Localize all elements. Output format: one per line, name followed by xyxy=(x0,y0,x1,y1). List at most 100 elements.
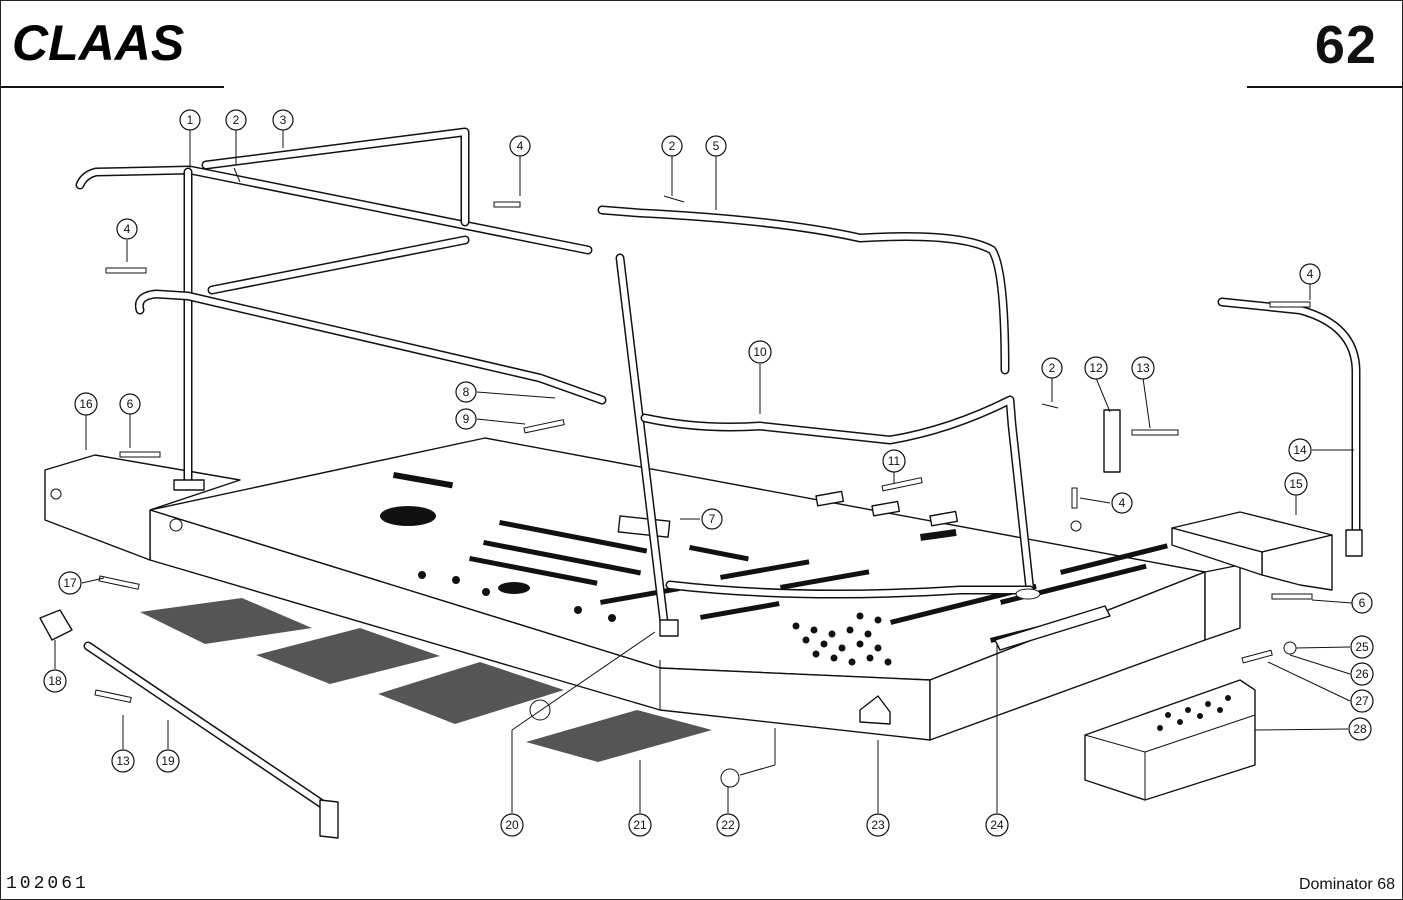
floor-mat xyxy=(256,628,440,684)
header-rule-right xyxy=(1247,86,1403,88)
callout-label: 26 xyxy=(1355,667,1369,681)
callout-label: 23 xyxy=(871,818,885,832)
bolt xyxy=(1269,301,1311,308)
callout-13: 13 xyxy=(111,749,135,773)
callout-markers: 1 2 3 4 2 5 4 4 10 2 12 13 8 9 16 6 14 1… xyxy=(43,109,1374,837)
callout-11: 11 xyxy=(882,449,906,473)
callout-label: 8 xyxy=(463,385,470,399)
side-handrail xyxy=(1217,297,1363,557)
back-handrail-tube xyxy=(597,205,1010,375)
deck-slot xyxy=(1060,543,1168,575)
plug xyxy=(720,768,740,788)
pin xyxy=(1041,403,1059,409)
deck-slot xyxy=(483,540,642,576)
beam-bolt-left xyxy=(50,488,62,500)
callout-label: 1 xyxy=(187,113,194,127)
callout-label: 16 xyxy=(79,397,93,411)
deck-front-lug xyxy=(859,695,891,725)
bolt xyxy=(523,419,565,434)
callout-label: 7 xyxy=(709,512,716,526)
deck-small-hole xyxy=(418,571,426,579)
callout-2: 2 xyxy=(1041,357,1063,379)
callout-label: 2 xyxy=(1049,361,1056,375)
callout-4: 4 xyxy=(116,218,138,240)
callout-8: 8 xyxy=(455,381,477,403)
callout-23: 23 xyxy=(866,813,890,837)
hinge-plate xyxy=(39,609,73,641)
callout-label: 13 xyxy=(116,754,130,768)
callout-label: 18 xyxy=(48,674,62,688)
callout-19: 19 xyxy=(156,749,180,773)
handrail-base-plate xyxy=(173,479,205,491)
callout-4: 4 xyxy=(509,135,531,157)
deck-slot xyxy=(469,556,598,586)
deck-small-hole xyxy=(574,606,582,614)
callout-18: 18 xyxy=(43,669,67,693)
callout-label: 17 xyxy=(63,576,77,590)
callout-13: 13 xyxy=(1131,356,1155,380)
bolt xyxy=(1131,429,1179,436)
bolt xyxy=(1071,487,1078,509)
callout-label: 5 xyxy=(713,139,720,153)
callout-27: 27 xyxy=(1350,689,1374,713)
floor-mats xyxy=(140,598,712,762)
callout-label: 2 xyxy=(669,139,676,153)
deck-bracket xyxy=(929,510,959,527)
bolt xyxy=(119,451,161,458)
bolt xyxy=(98,575,140,590)
callout-label: 12 xyxy=(1089,361,1103,375)
deck-slot xyxy=(499,520,648,554)
callout-28: 28 xyxy=(1348,717,1372,741)
side-handrail-foot xyxy=(1345,529,1363,557)
callout-2: 2 xyxy=(225,109,247,131)
deck-right-box xyxy=(1204,564,1241,641)
callout-22: 22 xyxy=(716,813,740,837)
deck-small-hole xyxy=(608,614,616,622)
leader-lines xyxy=(54,130,1354,813)
callout-label: 25 xyxy=(1355,640,1369,654)
handrail-top-tube xyxy=(75,165,593,255)
deck-hole-2 xyxy=(498,582,530,594)
beam-bolt-hole xyxy=(169,518,183,532)
callout-9: 9 xyxy=(455,408,477,430)
floor-mat xyxy=(378,662,564,724)
callout-label: 4 xyxy=(517,139,524,153)
deck-bracket xyxy=(815,490,845,507)
deck-slot xyxy=(720,559,810,580)
callout-label: 2 xyxy=(233,113,240,127)
callout-label: 4 xyxy=(1119,496,1126,510)
rail-base-socket xyxy=(1015,588,1041,600)
callout-25: 25 xyxy=(1350,635,1374,659)
back-handrail xyxy=(597,205,1010,375)
callout-26: 26 xyxy=(1350,662,1374,686)
pin xyxy=(663,195,685,203)
callout-label: 21 xyxy=(633,818,647,832)
brand-logo: CLAAS xyxy=(10,15,234,71)
callout-label: 27 xyxy=(1355,694,1369,708)
callout-5: 5 xyxy=(705,135,727,157)
deck-slot xyxy=(920,528,957,541)
callout-label: 6 xyxy=(1359,596,1366,610)
callout-label: 20 xyxy=(505,818,519,832)
handrail-lower-tube xyxy=(134,289,607,405)
pin xyxy=(233,167,241,183)
callout-4: 4 xyxy=(1111,492,1133,514)
nut xyxy=(1283,641,1297,655)
strut-foot xyxy=(659,619,679,637)
callout-label: 10 xyxy=(753,345,767,359)
side-handrail-tube xyxy=(1217,297,1361,545)
callout-label: 19 xyxy=(161,754,175,768)
callout-label: 13 xyxy=(1136,361,1150,375)
callout-20: 20 xyxy=(500,813,524,837)
callout-label: 6 xyxy=(127,397,134,411)
callout-6: 6 xyxy=(1351,592,1373,614)
bolt xyxy=(105,267,147,274)
bolt xyxy=(493,201,521,208)
callout-2: 2 xyxy=(661,135,683,157)
page-number: 62 xyxy=(1314,15,1377,75)
callout-15: 15 xyxy=(1284,472,1308,496)
nut xyxy=(1070,520,1082,532)
floor-mat xyxy=(140,598,312,644)
callout-10: 10 xyxy=(748,340,772,364)
deck-large-hole xyxy=(380,506,436,526)
